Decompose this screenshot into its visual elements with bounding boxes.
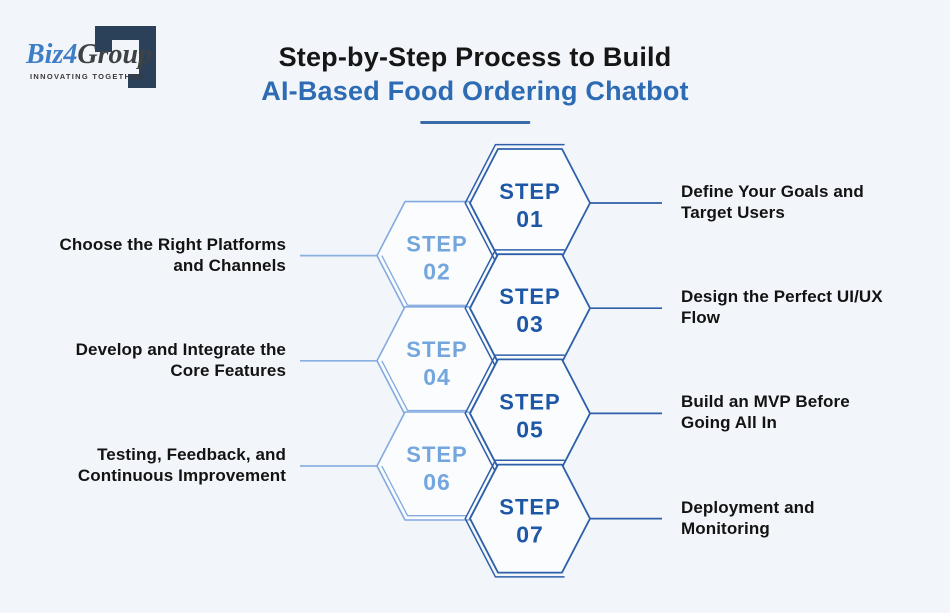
step-number-04: 04	[423, 364, 451, 390]
step-word-01: STEP	[499, 179, 560, 204]
step-number-07: 07	[516, 522, 544, 548]
step-hexagon-echo-07	[464, 459, 565, 578]
step-label-line: Choose the Right Platforms	[59, 234, 286, 254]
logo-bracket-icon	[95, 26, 156, 88]
step-label-line: and Channels	[173, 255, 286, 275]
step-number-02: 02	[423, 259, 451, 285]
logo-text-biz4: Biz4	[26, 39, 78, 70]
step-label-line: Testing, Feedback, and	[97, 445, 286, 464]
brand-logo: Biz4Group INNOVATING TOGETHER	[0, 0, 200, 100]
step-label-line: Continuous Improvement	[77, 466, 286, 485]
step-label-line: Deployment and	[681, 497, 815, 517]
step-label-line: Target Users	[681, 203, 785, 222]
page-title: Step-by-Step Process to Build AI-Based F…	[261, 42, 689, 124]
step-word-06: STEP	[406, 442, 467, 467]
title-line-1: Step-by-Step Process to Build	[278, 42, 672, 72]
step-word-04: STEP	[406, 337, 467, 362]
step-label-line: Flow	[681, 308, 721, 328]
step-hexagon-07	[469, 463, 591, 574]
step-number-01: 01	[516, 206, 544, 232]
step-word-07: STEP	[499, 495, 560, 520]
step-word-02: STEP	[406, 232, 467, 257]
step-label-line: Going All In	[681, 413, 777, 433]
logo-tagline: INNOVATING TOGETHER	[30, 72, 145, 81]
step-hexagon-echo-06	[381, 465, 467, 517]
step-hexagon-echo-04	[381, 360, 467, 412]
step-label-line: Core Features	[170, 360, 286, 380]
step-label-line: Develop and Integrate the	[75, 339, 286, 359]
title-underline	[420, 121, 530, 124]
step-label-line: Monitoring	[681, 518, 770, 538]
step-number-05: 05	[516, 416, 544, 442]
logo-wordmark: Biz4Group	[26, 40, 152, 70]
step-word-05: STEP	[499, 389, 560, 414]
step-word-03: STEP	[499, 284, 560, 309]
logo-text-group: Group	[77, 39, 153, 70]
step-label-line: Design the Perfect UI/UX	[681, 287, 883, 307]
step-label-line: Define Your Goals and	[681, 182, 864, 201]
step-label-line: Build an MVP Before	[681, 392, 850, 412]
title-line-2: AI-Based Food Ordering Chatbot	[261, 76, 689, 106]
step-number-06: 06	[423, 469, 451, 495]
step-hexagon-echo-02	[381, 255, 467, 306]
step-number-03: 03	[516, 311, 544, 337]
